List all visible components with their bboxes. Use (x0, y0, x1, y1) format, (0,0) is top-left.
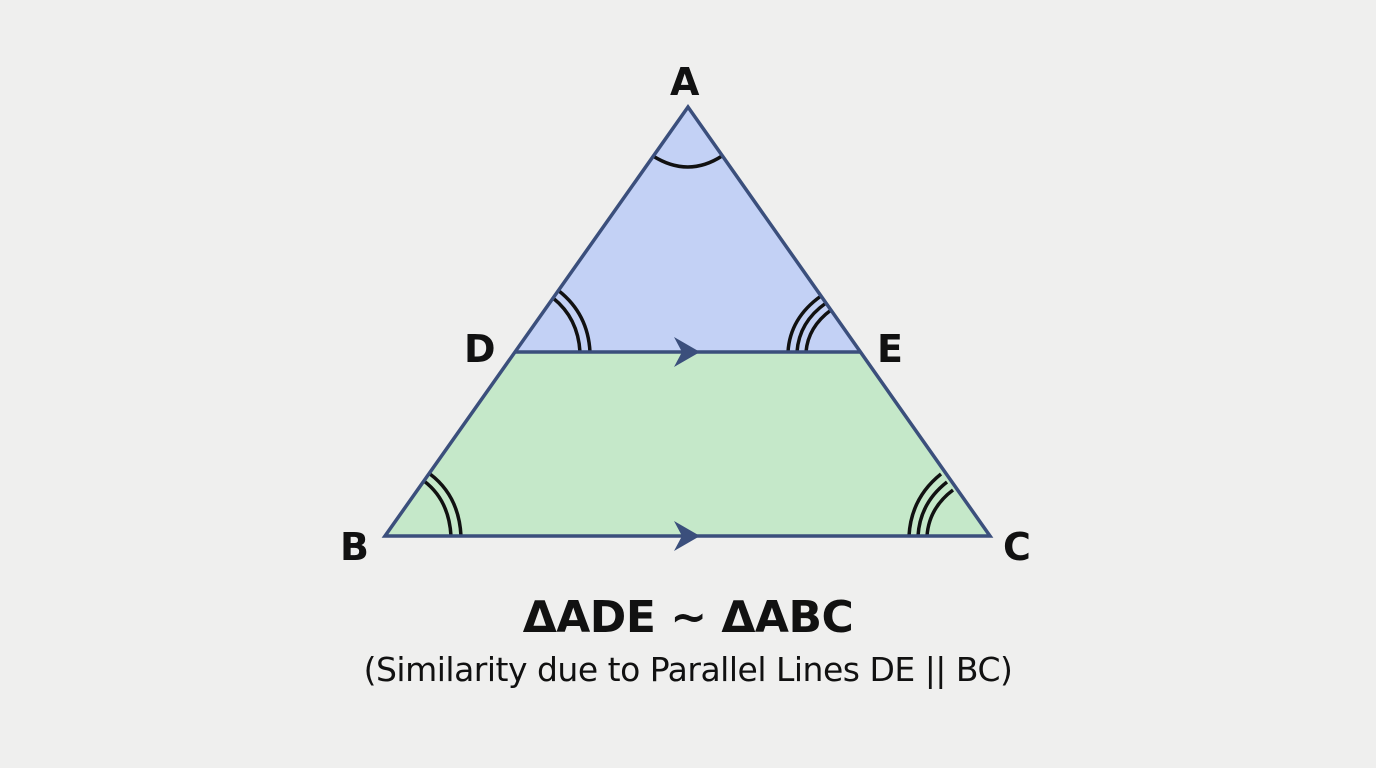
angle-a-arc (652, 154, 723, 169)
vertex-label-e: E (877, 327, 903, 371)
vertex-label-a: A (670, 60, 700, 104)
parallel-arrow-bc-icon (674, 521, 700, 551)
vertex-label-d: D (464, 327, 496, 371)
similarity-explanation: (Similarity due to Parallel Lines DE || … (363, 650, 1013, 689)
angle-c-arc-3 (925, 488, 955, 537)
vertex-label-c: C (1003, 525, 1031, 569)
angle-marks (422, 154, 955, 537)
angle-c-arc-1 (907, 472, 943, 537)
angle-e-arc-2 (795, 301, 828, 353)
angle-b-arc-1 (422, 479, 453, 537)
angle-d-arc-1 (551, 296, 582, 353)
angle-e-arc-3 (804, 308, 833, 353)
similarity-statement: ΔADE ~ ΔABC (522, 592, 854, 643)
parallel-arrow-de-icon (674, 337, 700, 367)
triangle-ade-region (515, 107, 860, 352)
angle-c-arc-2 (916, 480, 949, 537)
angle-b-arc-2 (428, 472, 463, 537)
angle-e-arc-1 (786, 294, 823, 353)
vertex-label-b: B (340, 525, 369, 569)
angle-d-arc-2 (557, 289, 592, 353)
trapezoid-decb-region (385, 352, 990, 536)
